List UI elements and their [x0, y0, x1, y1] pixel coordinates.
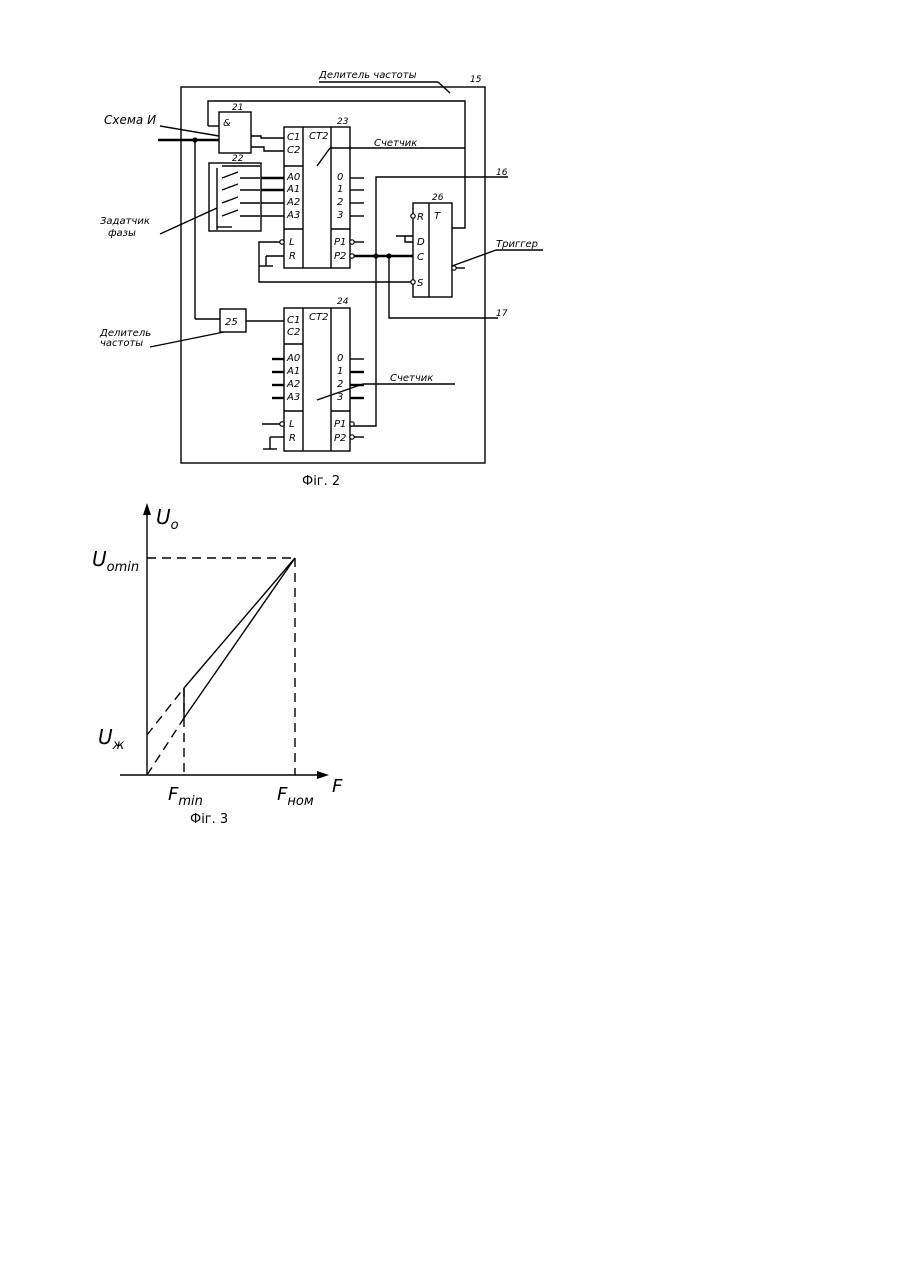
- svg-text:A2: A2: [286, 379, 300, 390]
- svg-text:C: C: [417, 252, 424, 263]
- callout-divider-bottom-2: частоты: [100, 338, 143, 349]
- ref-17: 17: [496, 309, 508, 319]
- svg-text:0: 0: [337, 353, 343, 364]
- callout-counter-top: Счетчик: [374, 138, 417, 149]
- y-axis-label: Uo: [156, 505, 179, 533]
- svg-text:P1: P1: [334, 419, 346, 430]
- svg-text:C1: C1: [287, 315, 300, 326]
- and-gate-symbol: &: [223, 118, 231, 129]
- callout-phase-setter-2: фазы: [108, 228, 136, 239]
- svg-text:3: 3: [337, 210, 343, 221]
- callout-trigger: Триггер: [496, 239, 538, 250]
- svg-text:P2: P2: [334, 251, 346, 262]
- callout-divider-top: Делитель частоты: [318, 70, 417, 81]
- svg-text:A1: A1: [286, 366, 300, 377]
- svg-text:3: 3: [337, 392, 343, 403]
- ref-15: 15: [470, 75, 482, 85]
- svg-text:P2: P2: [334, 433, 346, 444]
- callout-phase-setter-1: Задатчик: [100, 216, 150, 227]
- callout-counter-bottom: Счетчик: [390, 373, 433, 384]
- ref-24: 24: [337, 297, 349, 307]
- svg-text:C2: C2: [287, 145, 300, 156]
- svg-text:A2: A2: [286, 197, 300, 208]
- x-axis-arrow: [317, 771, 329, 779]
- svg-text:A3: A3: [286, 210, 300, 221]
- svg-text:1: 1: [337, 184, 343, 195]
- ref-22: 22: [232, 154, 244, 164]
- ref-16: 16: [496, 168, 508, 178]
- svg-text:CT2: CT2: [309, 131, 328, 142]
- svg-text:T: T: [434, 211, 441, 222]
- y-axis-arrow: [143, 503, 151, 515]
- x-axis-label: F: [332, 776, 343, 797]
- svg-text:P1: P1: [334, 237, 346, 248]
- x-tick-f-nom: Fном: [277, 784, 314, 809]
- figure-3-graph: [120, 503, 329, 779]
- svg-text:R: R: [289, 251, 296, 262]
- svg-text:2: 2: [337, 197, 343, 208]
- y-tick-u-zh: Uж: [98, 725, 125, 753]
- svg-text:L: L: [289, 237, 295, 248]
- divider-25-label: 25: [225, 317, 238, 328]
- figure-3-caption: Фіг. 3: [190, 812, 228, 827]
- lower-curve: [184, 558, 295, 718]
- svg-text:CT2: CT2: [309, 312, 328, 323]
- svg-text:A1: A1: [286, 184, 300, 195]
- svg-text:S: S: [417, 278, 424, 289]
- svg-text:2: 2: [337, 379, 343, 390]
- svg-text:A3: A3: [286, 392, 300, 403]
- y-tick-u-omin: Uomin: [92, 547, 139, 575]
- svg-text:C2: C2: [287, 327, 300, 338]
- svg-text:R: R: [417, 212, 424, 223]
- svg-text:1: 1: [337, 366, 343, 377]
- svg-text:0: 0: [337, 172, 343, 183]
- callout-and-gate: Схема И: [104, 113, 156, 127]
- figure-2-caption: Фіг. 2: [302, 474, 340, 489]
- ref-26: 26: [432, 193, 444, 203]
- ref-23: 23: [337, 117, 349, 127]
- svg-text:A0: A0: [286, 172, 300, 183]
- svg-text:A0: A0: [286, 353, 300, 364]
- svg-text:D: D: [417, 237, 425, 248]
- x-tick-f-min: Fmin: [168, 784, 203, 809]
- svg-text:L: L: [289, 419, 295, 430]
- outer-frame: [181, 87, 485, 463]
- svg-text:C1: C1: [287, 132, 300, 143]
- svg-text:R: R: [289, 433, 296, 444]
- ref-21: 21: [232, 103, 243, 113]
- upper-curve: [184, 558, 295, 688]
